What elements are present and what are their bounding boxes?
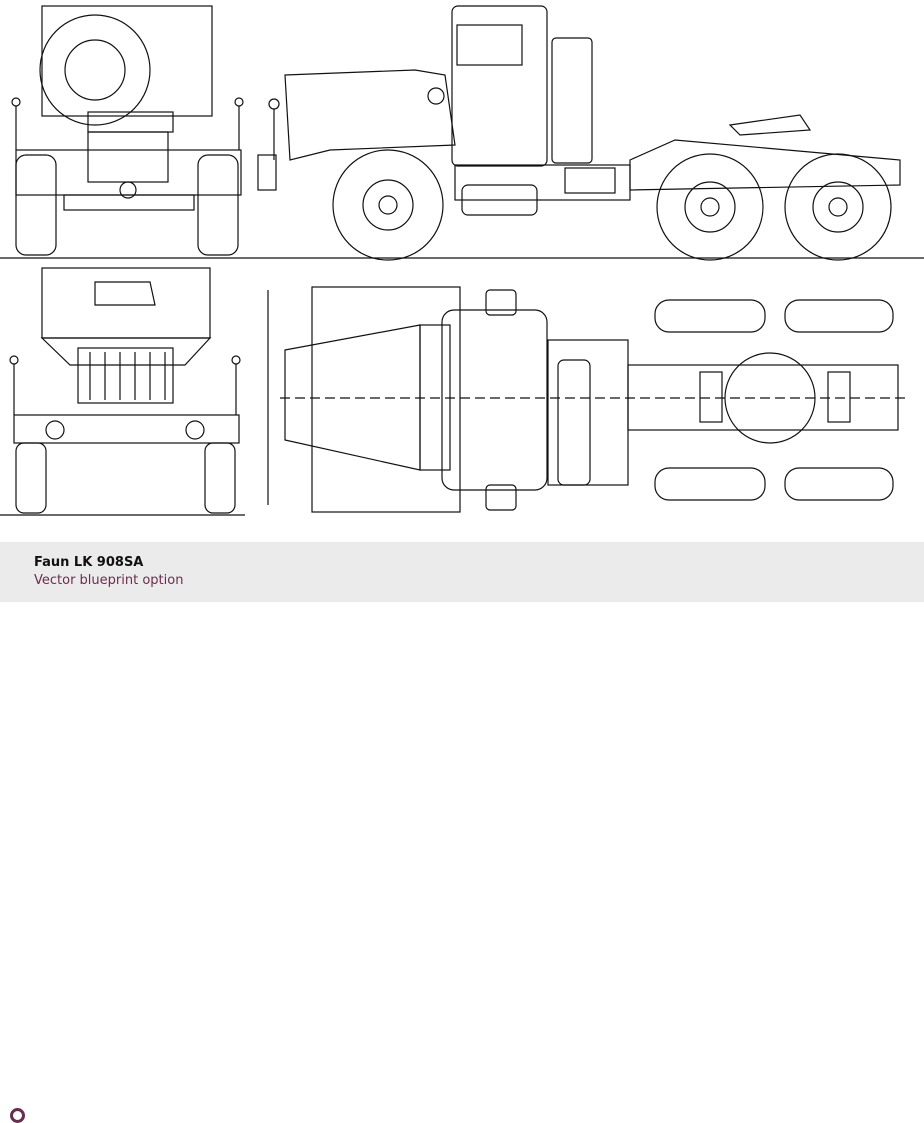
circle-ring-icon — [10, 1108, 25, 1123]
rear-view — [9, 267, 241, 514]
front-view — [11, 5, 244, 256]
caption-bar: Faun LK 908SA Vector blueprint option — [0, 542, 924, 1123]
top-view — [267, 286, 910, 513]
truck-blueprint-svg — [0, 5, 924, 516]
caption-subtitle: Vector blueprint option — [34, 573, 184, 588]
blueprint-drawing — [0, 0, 924, 542]
caption-title: Faun LK 908SA — [34, 555, 144, 570]
side-view — [257, 5, 901, 261]
